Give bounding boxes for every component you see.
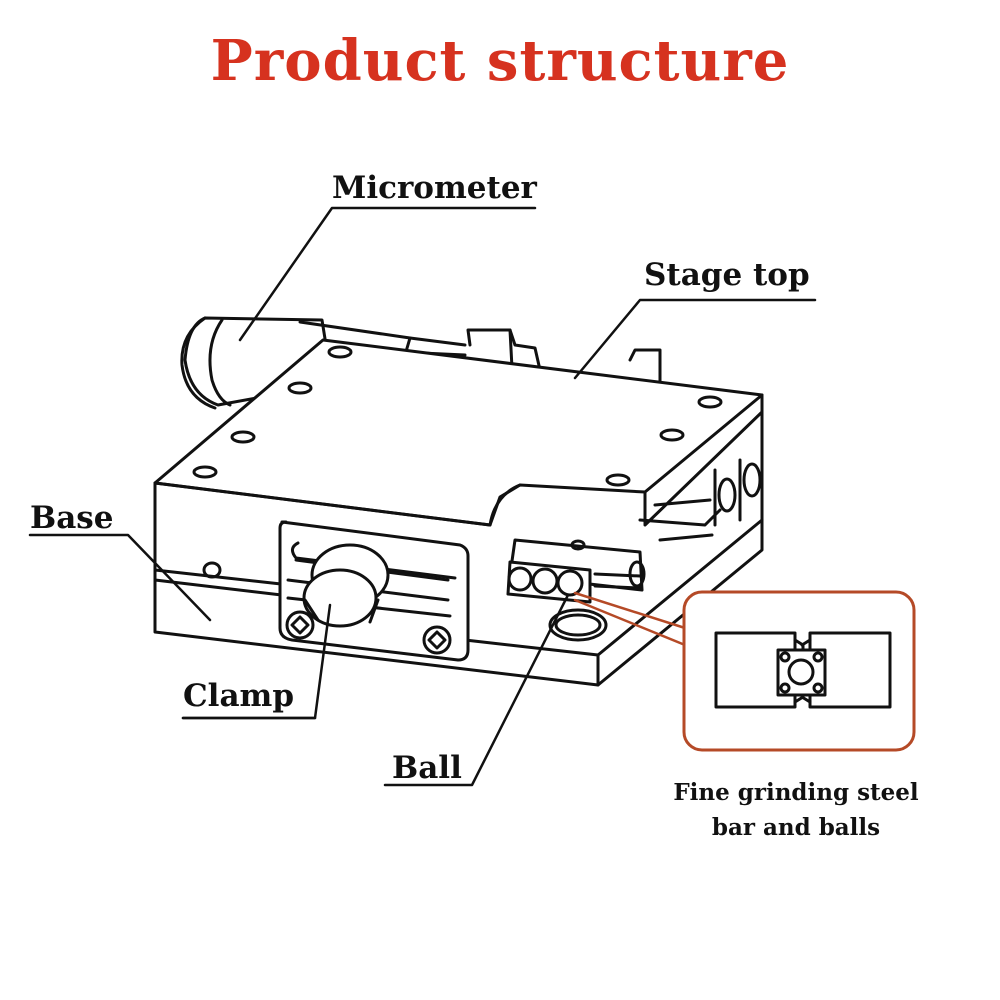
ball-cage-part [506, 538, 646, 604]
inset-detail [573, 590, 916, 752]
page-title: Product structure [210, 28, 790, 94]
base-leader [28, 533, 212, 622]
inset-caption: Fine grinding steel bar and balls [636, 775, 956, 845]
inset-pointer [573, 591, 687, 647]
micrometer-label: Micrometer [332, 170, 537, 206]
inset-caption-line-1: Fine grinding steel [673, 779, 919, 806]
inset-caption-line-2: bar and balls [711, 814, 881, 841]
ball-leader [383, 593, 570, 787]
base-part [153, 410, 764, 687]
stage-top-part [153, 338, 764, 527]
stage-top-leader [573, 298, 817, 380]
clamp-part [278, 520, 470, 662]
base-label: Base [30, 500, 114, 536]
clamp-label: Clamp [183, 678, 295, 714]
ball-label: Ball [392, 750, 462, 786]
stage-top-label: Stage top [644, 257, 810, 293]
micrometer-leader [238, 206, 537, 342]
